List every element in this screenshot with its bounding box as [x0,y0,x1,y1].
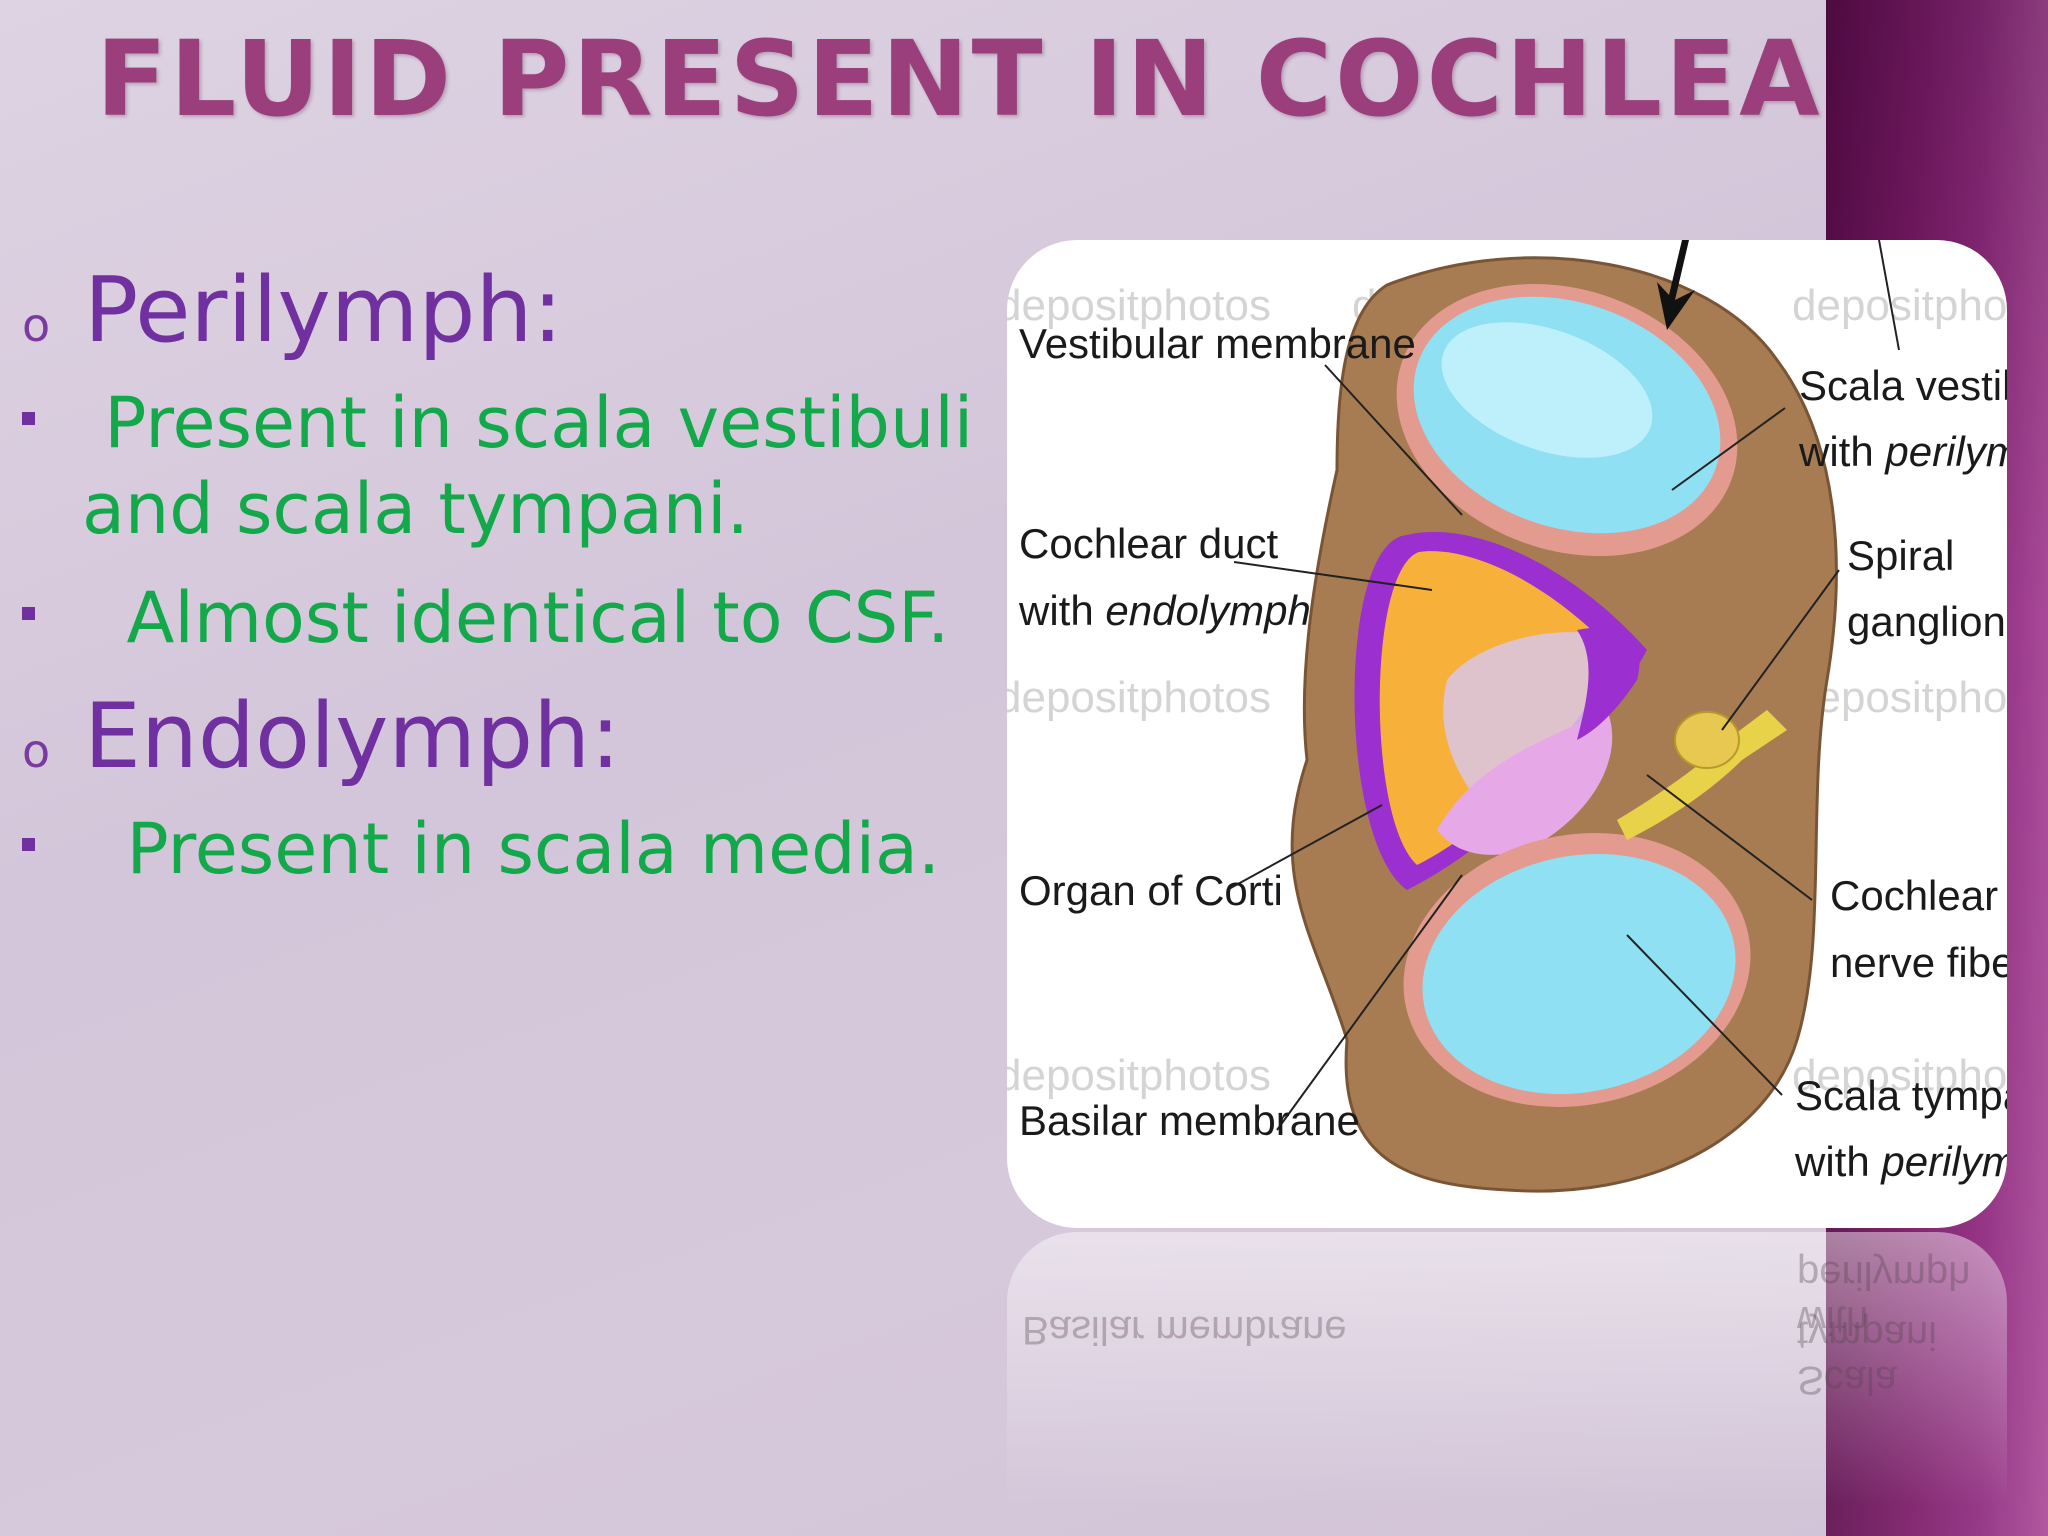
label-with: with [1798,428,1874,475]
slide-title: FLUID PRESENT IN COCHLEA [96,18,1823,140]
endolymph-heading-text: Endolymph: [84,684,621,789]
label-scala-tympani: Scala tympani [1795,1072,2007,1119]
watermark: depositphotos [1007,1051,1271,1100]
endolymph-heading: o Endolymph: [22,684,621,789]
perilymph-heading: o Perilymph: [22,258,563,363]
reflection-text: Basilar membrane [1022,1308,1347,1352]
spiral-ganglion [1674,711,1740,769]
hollow-circle-bullet-icon: o [22,298,51,352]
label-cochlear-duct-with: with endolymph [1018,587,1311,634]
label-perilymph: perilymph [1879,1138,2007,1185]
label-spiral: Spiral [1847,532,1954,579]
label-nerve-fibers: nerve fibers [1830,939,2007,986]
label-with: with [1018,587,1094,634]
perilymph-heading-text: Perilymph: [84,258,563,363]
label-ganglion: ganglion [1847,598,2006,645]
endolymph-point-1: Present in scala media. [22,806,940,892]
cochlea-diagram-svg: depositphotos depositphotos depositphoto… [1007,240,2007,1193]
figure-reflection: with perilymph Scala tympani Basilar mem… [1007,1232,2007,1536]
endolymph-point-1-text: Present in scala media. [82,808,941,890]
label-scala-vestibuli-with: with perilymph [1798,428,2007,475]
label-scala-tympani-with: with perilymph [1794,1138,2007,1185]
spiral-limbus [1577,627,1640,740]
scala-tympani-fluid [1422,853,1736,1095]
square-bullet-icon [22,607,35,620]
label-cochlear: Cochlear [1830,872,1998,919]
cochlea-diagram: depositphotos depositphotos depositphoto… [1007,240,2007,1228]
perilymph-point-2: Almost identical to CSF. [22,575,949,661]
organ-of-corti-cells [1437,710,1613,855]
perilymph-point-2-text: Almost identical to CSF. [82,577,950,659]
arrow-down-icon [1657,240,1695,330]
perilymph-point-1-text: Present in scala vestibuli and scala tym… [82,382,996,550]
label-perilymph: perilymph [1883,428,2007,475]
label-scala-vestibuli: Scala vestibuli [1799,362,2007,409]
square-bullet-icon [22,412,35,425]
cochlear-nerve-fibers [1617,710,1787,840]
label-with: with [1794,1138,1870,1185]
label-endolymph: endolymph [1105,587,1310,634]
tectorial-membrane [1443,632,1617,800]
label-basilar-membrane: Basilar membrane [1019,1097,1360,1144]
scala-vestibuli-highlight [1441,322,1653,458]
watermark: depositphotos [1792,1051,2007,1100]
perilymph-point-1: Present in scala vestibuli and scala tym… [22,380,982,552]
square-bullet-icon [22,838,35,851]
hollow-circle-bullet-icon: o [22,724,51,778]
leader-lines [1226,240,1900,1131]
label-vestibular-membrane: Vestibular membrane [1019,320,1416,367]
label-organ-of-corti: Organ of Corti [1019,867,1283,914]
label-cochlear-duct: Cochlear duct [1019,520,1278,567]
watermark: depositphotos [1792,281,2007,330]
watermark: depositphotos [1007,281,1271,330]
reflection-text: Scala tympani [1797,1313,1938,1402]
watermark: depositphotos [1007,673,1271,722]
